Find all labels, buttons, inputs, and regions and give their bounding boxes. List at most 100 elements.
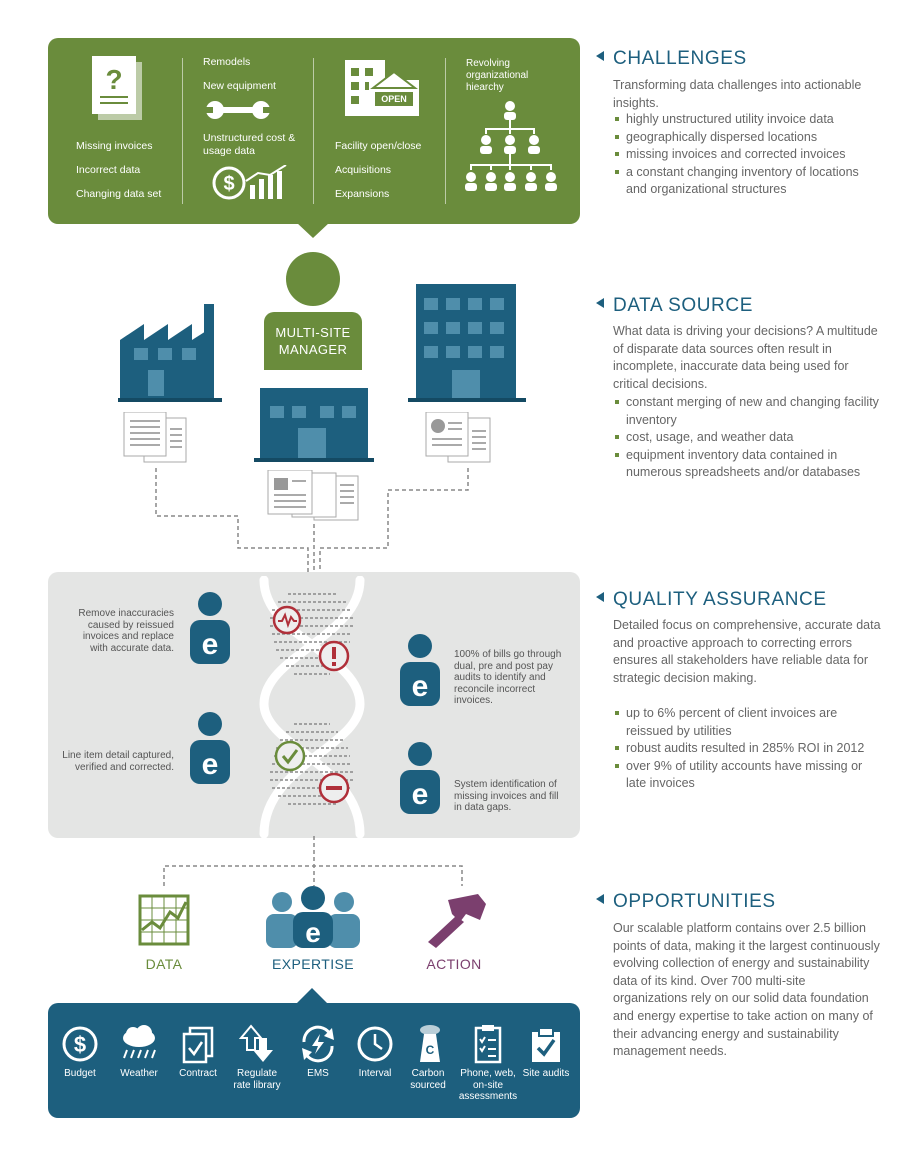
- audit-check-icon: [532, 1027, 560, 1062]
- svg-text:?: ?: [105, 64, 122, 95]
- quality-assurance-panel: [48, 572, 580, 838]
- data-flow-connectors: [155, 468, 469, 580]
- challenge-facility-open-close: Facility open/close: [335, 140, 422, 152]
- panel-divider: [445, 58, 446, 204]
- dollar-chart-icon: $: [212, 165, 287, 200]
- service-contract: Contract: [168, 1024, 228, 1080]
- service-label: Phone, web, on-site assessments: [458, 1068, 518, 1102]
- service-weather: Weather: [109, 1024, 169, 1080]
- wrench-icon: [205, 101, 271, 119]
- office-tower-icon: [408, 284, 526, 402]
- panel-divider: [182, 58, 183, 204]
- list-item: robust audits resulted in 285% ROI in 20…: [613, 740, 883, 758]
- service-assessments: Phone, web, on-site assessments: [458, 1024, 518, 1103]
- manager-head: [286, 252, 340, 306]
- challenges-title-text: CHALLENGES: [613, 48, 747, 69]
- service-label: Site audits: [522, 1068, 570, 1079]
- list-item: a constant changing inventory of locatio…: [613, 164, 883, 199]
- team-icon: e: [266, 886, 360, 948]
- person-e-icon: e: [400, 742, 440, 814]
- svg-text:e: e: [202, 748, 219, 781]
- clock-icon: [357, 1026, 393, 1062]
- open-sign-text: OPEN: [381, 94, 407, 104]
- challenges-intro: Transforming data challenges into action…: [613, 78, 862, 110]
- category-expertise-label: EXPERTISE: [272, 956, 354, 972]
- service-interval: Interval: [345, 1024, 405, 1080]
- service-regulate-rate: Regulate rate library: [227, 1024, 287, 1091]
- challenges-list: highly unstructured utility invoice data…: [613, 111, 883, 199]
- triangle-left-icon: [596, 298, 604, 308]
- check-circle-icon: [274, 740, 306, 772]
- data-source-title-text: DATA SOURCE: [613, 295, 753, 316]
- service-label: Regulate rate library: [233, 1068, 281, 1091]
- challenge-missing-invoices: Missing invoices: [76, 140, 153, 152]
- opportunities-panel-pointer: [296, 988, 328, 1004]
- quality-assurance-title-text: QUALITY ASSURANCE: [613, 589, 827, 610]
- list-item: highly unstructured utility invoice data: [613, 111, 883, 129]
- minus-circle-icon: [318, 772, 350, 804]
- quality-assurance-intro: Detailed focus on comprehensive, accurat…: [613, 618, 881, 685]
- carbon-plant-icon: C: [420, 1025, 440, 1062]
- svg-text:$: $: [223, 173, 234, 195]
- service-carbon-sourced: C Carbon sourced: [398, 1024, 458, 1091]
- spreadsheet-stack-icon: [267, 470, 359, 521]
- missing-invoice-icon: ?: [92, 56, 142, 120]
- person-e-icon: e: [400, 634, 440, 706]
- list-item: up to 6% percent of client invoices are …: [613, 705, 883, 740]
- challenges-panel-pointer: [296, 222, 330, 238]
- report-stack-icon: [425, 412, 491, 463]
- service-label: Carbon sourced: [410, 1068, 446, 1091]
- list-item: cost, usage, and weather data: [613, 429, 883, 447]
- challenge-org-hierarchy: Revolving organizational hiearchy: [466, 58, 529, 93]
- opportunities-title: OPPORTUNITIES: [596, 891, 776, 913]
- challenge-remodels: Remodels: [203, 56, 251, 68]
- list-item: missing invoices and corrected invoices: [613, 146, 883, 164]
- challenge-unstructured-cost: Unstructured cost & usage data: [203, 132, 296, 157]
- svg-text:e: e: [202, 628, 219, 661]
- org-chart-icon: [465, 101, 557, 191]
- hammer-icon: [428, 894, 486, 948]
- factory-icon: [118, 304, 222, 402]
- data-source-intro: What data is driving your decisions? A m…: [613, 324, 878, 391]
- list-item: over 9% of utility accounts have missing…: [613, 758, 883, 793]
- quality-assurance-list: up to 6% percent of client invoices are …: [613, 705, 883, 793]
- service-label: EMS: [307, 1068, 329, 1079]
- list-item: constant merging of new and changing fac…: [613, 394, 883, 429]
- challenge-new-equipment: New equipment: [203, 80, 276, 92]
- opportunities-intro: Our scalable platform contains over 2.5 …: [613, 921, 880, 1059]
- alert-icon: [318, 640, 350, 672]
- dna-helix-graphic: [259, 576, 365, 838]
- list-item: equipment inventory data contained in nu…: [613, 447, 883, 482]
- triangle-left-icon: [596, 51, 604, 61]
- manager-label: MULTI-SITE MANAGER: [264, 312, 362, 370]
- qa-dual-audits: 100% of bills go through dual, pre and p…: [454, 649, 562, 707]
- svg-text:$: $: [74, 1032, 86, 1057]
- quality-assurance-title: QUALITY ASSURANCE: [596, 589, 827, 611]
- contract-check-icon: [182, 1026, 214, 1064]
- triangle-left-icon: [596, 894, 604, 904]
- opportunities-title-text: OPPORTUNITIES: [613, 891, 776, 912]
- service-label: Contract: [179, 1068, 217, 1079]
- svg-text:e: e: [305, 917, 321, 948]
- dollar-icon: $: [62, 1026, 98, 1062]
- list-item: geographically dispersed locations: [613, 129, 883, 147]
- clipboard-icon: [474, 1025, 502, 1064]
- category-data-label: DATA: [145, 956, 183, 972]
- person-e-icon: e: [190, 592, 230, 664]
- svg-text:e: e: [412, 778, 429, 811]
- chart-icon: [138, 894, 190, 946]
- cloud-rain-icon: [123, 1025, 156, 1059]
- qa-line-item-detail: Line item detail captured, verified and …: [62, 750, 174, 773]
- challenge-incorrect-data: Incorrect data: [76, 164, 141, 176]
- data-source-title: DATA SOURCE: [596, 295, 753, 317]
- arrows-updown-icon: [238, 1024, 273, 1062]
- person-e-icon: e: [190, 712, 230, 784]
- svg-text:e: e: [412, 670, 429, 703]
- center-building-icon: [254, 388, 374, 462]
- svg-text:C: C: [426, 1043, 435, 1057]
- category-action-label: ACTION: [426, 956, 482, 972]
- service-ems: EMS: [288, 1024, 348, 1080]
- service-budget: $ Budget: [50, 1024, 110, 1080]
- service-label: Budget: [64, 1068, 96, 1079]
- service-label: Interval: [358, 1068, 392, 1079]
